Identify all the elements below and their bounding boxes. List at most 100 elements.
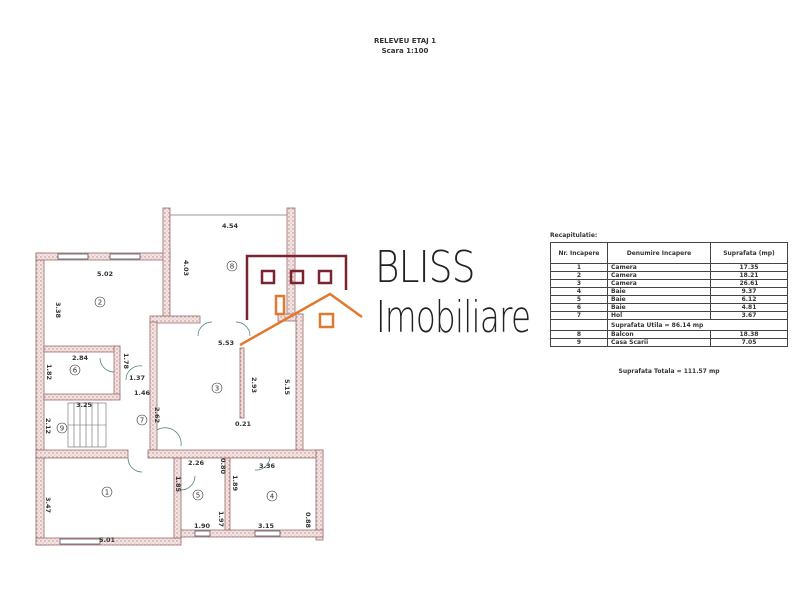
dim: 2.84 [72, 354, 89, 362]
table-cell: 7.05 [710, 338, 788, 347]
room-2: 2 [94, 296, 106, 308]
room-3: 3 [211, 382, 223, 394]
dim: 3.15 [258, 522, 275, 530]
table-cell [550, 319, 608, 331]
dim: 1.89 [231, 475, 239, 492]
col-header: Denumire Incapere [607, 242, 711, 264]
dim: 2.26 [188, 459, 205, 467]
plan-title-line1: RELEVEU ETAJ 1 [373, 37, 437, 45]
dim: 3.38 [54, 302, 62, 319]
dim: 5.02 [97, 270, 113, 278]
table-cell: 9 [550, 338, 608, 347]
useful-area-row: Suprafata Utila = 86.14 mp [550, 319, 788, 331]
doors [99, 321, 271, 491]
stairs [67, 402, 107, 448]
table-cell: 8 [550, 330, 608, 339]
dim: 1.90 [194, 522, 211, 530]
table-cell: Camera [607, 263, 711, 272]
table-cell: 6.12 [710, 295, 788, 304]
dim: 1.78 [122, 353, 130, 370]
table-cell: Hol [607, 311, 711, 320]
dim: 0.88 [304, 512, 312, 529]
table-cell: Camera [607, 279, 711, 288]
dim: 3.36 [259, 462, 276, 470]
dim: 1.85 [174, 476, 182, 493]
svg-text:8: 8 [230, 263, 234, 271]
recap-table: Nr. Incapere Denumire Incapere Suprafata… [550, 242, 788, 347]
table-cell: 5 [550, 295, 608, 304]
svg-text:2: 2 [98, 299, 102, 307]
dim: 0.80 [219, 458, 227, 475]
table-cell: Baie [607, 303, 711, 312]
dim: 5.01 [99, 536, 116, 544]
table-cell: Baie [607, 287, 711, 296]
dimension-labels: 4.54 4.03 5.02 3.38 5.53 2.93 5.15 0.21 … [44, 222, 312, 544]
svg-text:9: 9 [60, 425, 64, 433]
table-cell: Balcon [607, 330, 711, 339]
room-4: 4 [266, 490, 278, 502]
dim: 2.12 [44, 418, 52, 434]
room-7: 7 [136, 414, 148, 426]
dim: 3.47 [44, 497, 52, 513]
recap-heading: Recapitulatie: [550, 232, 598, 239]
dim: 1.82 [45, 364, 53, 380]
table-cell: 18.21 [710, 271, 788, 280]
dim: 2.62 [153, 407, 161, 423]
logo-mark [239, 254, 363, 347]
dim: 4.54 [222, 222, 239, 230]
dim: 5.15 [283, 379, 291, 396]
table-cell: 9.37 [710, 287, 788, 296]
col-header: Suprafata (mp) [710, 242, 788, 264]
table-cell: 6 [550, 303, 608, 312]
svg-text:1: 1 [105, 489, 109, 497]
table-cell: 7 [550, 311, 608, 320]
dim: 1.97 [217, 511, 225, 527]
room-5: 5 [192, 489, 204, 501]
svg-text:5: 5 [196, 492, 200, 500]
logo-sub: Imobiliare [376, 292, 531, 343]
dim: 3.25 [76, 401, 93, 409]
dim: 1.37 [129, 374, 145, 382]
table-cell: Casa Scarii [607, 338, 711, 347]
plan-scale: Scara 1:100 [381, 47, 429, 55]
plan-title: RELEVEU ETAJ 1 Scara 1:100 [340, 36, 470, 56]
room-1: 1 [101, 486, 113, 498]
walls [35, 207, 324, 546]
dim: 4.03 [182, 260, 190, 276]
table-cell: 17.35 [710, 263, 788, 272]
table-cell: 4.81 [710, 303, 788, 312]
table-cell: Baie [607, 295, 711, 304]
logo-brand: BLISS [375, 242, 475, 293]
table-cell: 18.38 [710, 330, 788, 339]
dim: 0.21 [235, 420, 252, 428]
room-8: 8 [226, 260, 238, 272]
col-header: Nr. Incapere [550, 242, 608, 264]
windows [57, 253, 281, 545]
table-cell: 3.67 [710, 311, 788, 320]
table-cell: 1 [550, 263, 608, 272]
svg-text:6: 6 [73, 367, 78, 375]
svg-text:4: 4 [270, 493, 275, 501]
table-cell: 3 [550, 279, 608, 288]
dim: 5.53 [218, 339, 234, 347]
table-cell: 26.61 [710, 279, 788, 288]
room-numbers: 1 2 3 4 5 6 7 8 9 [56, 260, 278, 502]
room-9: 9 [56, 422, 68, 434]
total-area: Suprafata Totala = 111.57 mp [618, 368, 720, 375]
table-cell: 2 [550, 271, 608, 280]
room-6: 6 [69, 364, 81, 376]
table-cell: Camera [607, 271, 711, 280]
svg-text:3: 3 [215, 385, 219, 393]
table-cell: 4 [550, 287, 608, 296]
svg-text:7: 7 [140, 417, 144, 425]
